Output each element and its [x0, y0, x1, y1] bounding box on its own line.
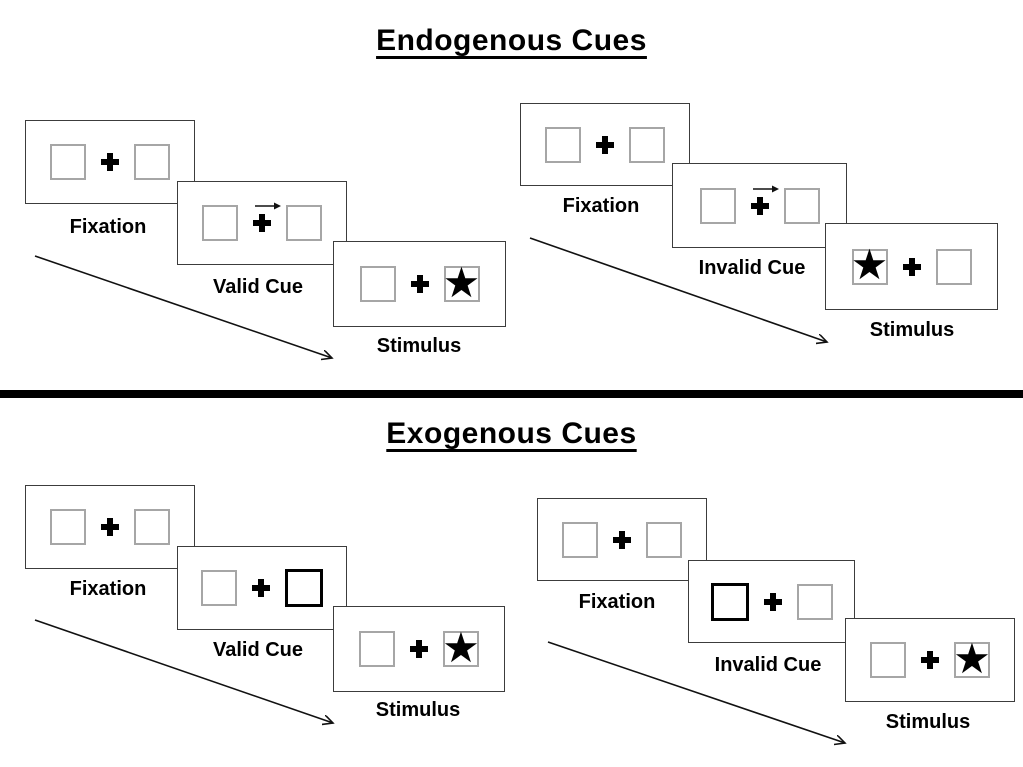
panel-label: Valid Cue — [212, 639, 304, 661]
fixation-cross-icon — [595, 135, 615, 154]
valid-cue-panel — [177, 546, 347, 630]
fixation-cross-icon — [251, 579, 271, 597]
fixation-panel — [25, 485, 195, 569]
panel-label: Valid Cue — [212, 276, 304, 298]
section-title-exogenous: Exogenous Cues — [386, 417, 637, 450]
cue-direction-arrow-icon — [752, 185, 779, 192]
right-placeholder-box — [935, 248, 972, 285]
fixation-cross-icon — [409, 640, 429, 658]
section-divider — [0, 390, 1023, 398]
panel-label: Fixation — [578, 591, 656, 613]
fixation-cross-icon — [763, 592, 783, 611]
right-placeholder-box — [646, 521, 682, 558]
timeline-arrow — [34, 255, 348, 367]
left-placeholder-box — [699, 187, 736, 224]
panel-label: Stimulus — [375, 699, 461, 721]
fixation-cross-icon — [100, 153, 120, 171]
fixation-cross-icon — [410, 275, 430, 293]
fixation-cross-icon — [920, 651, 940, 669]
left-placeholder-box — [562, 521, 598, 558]
fixation-cross-icon — [100, 518, 120, 536]
cue-direction-arrow-icon — [255, 202, 281, 210]
star-icon: ★ — [850, 240, 889, 289]
panel-label: Fixation — [69, 578, 147, 600]
panel-label: Stimulus — [885, 711, 971, 733]
invalid-cue-panel — [688, 560, 855, 643]
left-placeholder-box — [359, 266, 396, 302]
stimulus-panel: ★ — [333, 241, 506, 327]
right-placeholder-box — [796, 583, 833, 620]
star-icon: ★ — [442, 257, 481, 307]
target-box: ★ — [851, 244, 889, 286]
valid-cue-panel — [177, 181, 347, 265]
fixation-cross-icon — [902, 257, 922, 276]
fixation-cross-icon — [612, 530, 632, 549]
invalid-cue-panel — [672, 163, 847, 248]
timeline-arrow — [547, 641, 861, 753]
stimulus-panel: ★ — [333, 606, 505, 692]
fixation-panel — [520, 103, 690, 186]
left-placeholder-box — [545, 126, 581, 163]
timeline-arrow — [529, 237, 843, 351]
left-placeholder-box — [50, 509, 86, 545]
section-title-endogenous: Endogenous Cues — [376, 24, 647, 57]
stimulus-panel: ★ — [845, 618, 1015, 702]
left-placeholder-box — [201, 570, 237, 606]
left-placeholder-box — [202, 205, 238, 241]
right-placeholder-box — [286, 205, 322, 241]
right-placeholder-box — [783, 187, 820, 224]
panel-label: Stimulus — [869, 319, 955, 341]
panel-label: Fixation — [69, 216, 147, 238]
target-box: ★ — [443, 261, 481, 303]
left-placeholder-box — [359, 631, 395, 667]
fixation-panel — [537, 498, 707, 581]
panel-label: Stimulus — [376, 335, 462, 357]
panel-label: Invalid Cue — [714, 654, 822, 676]
left-placeholder-box — [50, 144, 86, 180]
highlighted-cue-box — [710, 582, 749, 621]
right-placeholder-box — [629, 126, 665, 163]
target-box: ★ — [953, 637, 991, 679]
right-placeholder-box — [134, 509, 170, 545]
highlighted-cue-box — [285, 569, 323, 607]
star-icon: ★ — [442, 622, 480, 672]
fixation-cross-icon — [252, 202, 281, 232]
right-placeholder-box — [134, 144, 170, 180]
stimulus-panel: ★ — [825, 223, 998, 310]
left-placeholder-box — [870, 642, 906, 678]
target-box: ★ — [442, 626, 480, 668]
panel-label: Invalid Cue — [698, 257, 806, 279]
star-icon: ★ — [953, 633, 991, 683]
panel-label: Fixation — [562, 195, 640, 217]
fixation-cross-icon — [750, 185, 779, 215]
timeline-arrow — [34, 619, 348, 731]
fixation-panel — [25, 120, 195, 204]
